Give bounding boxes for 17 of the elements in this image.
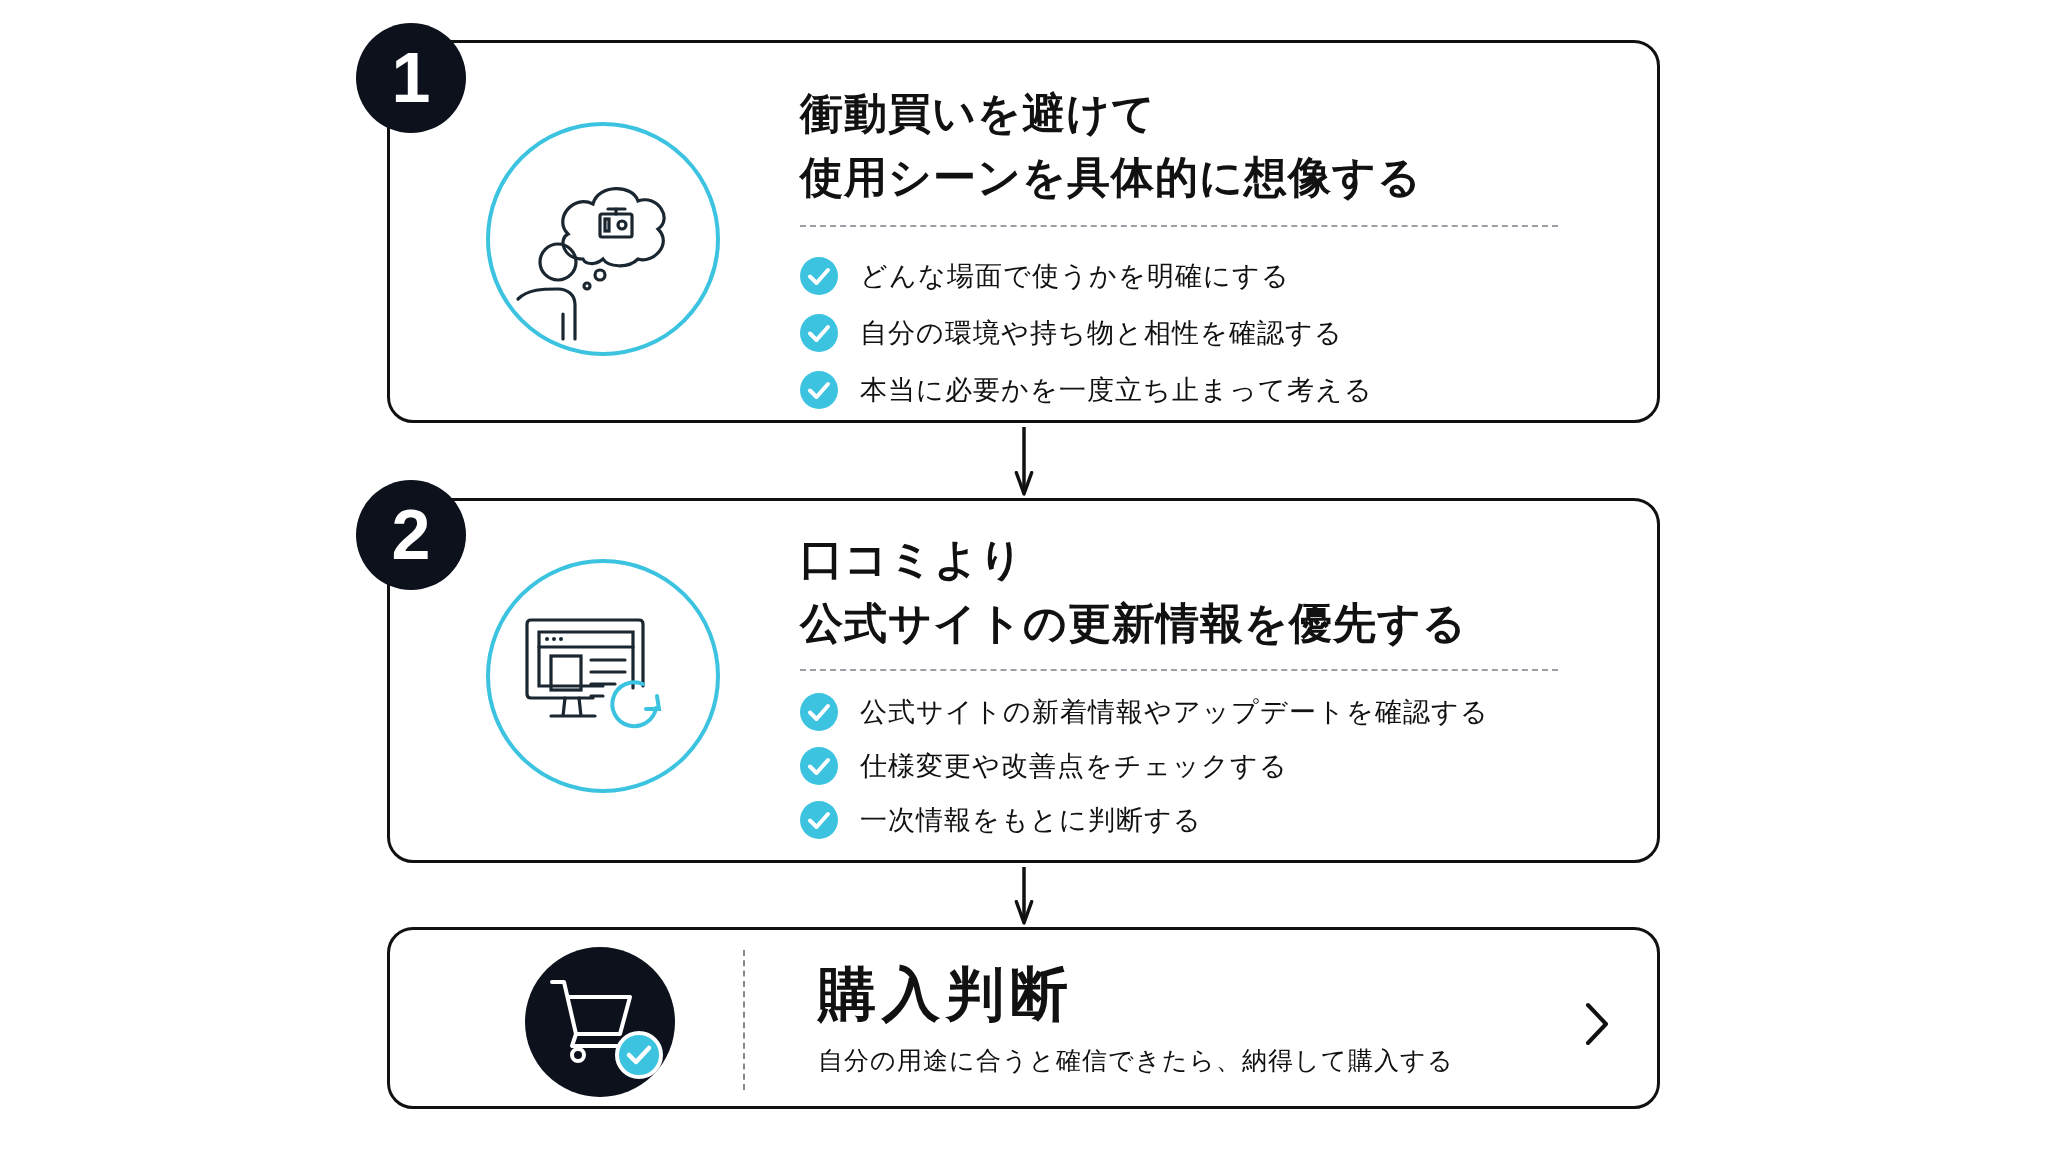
step-number-badge: 2 bbox=[356, 480, 466, 590]
checklist-item: 自分の環境や持ち物と相性を確認する bbox=[860, 315, 1343, 350]
result-card bbox=[387, 927, 1660, 1109]
checklist-item: 一次情報をもとに判断する bbox=[860, 803, 1202, 837]
checklist-item: 仕様変更や改善点をチェックする bbox=[860, 749, 1288, 783]
step-card bbox=[387, 40, 1660, 423]
step-number-badge: 1 bbox=[356, 23, 466, 133]
result-title: 購入判断 bbox=[818, 959, 1074, 1030]
checklist-item: どんな場面で使うかを明確にする bbox=[860, 258, 1290, 293]
arrow bbox=[1014, 427, 1034, 496]
checklist-item: 本当に必要かを一度立ち止まって考える bbox=[860, 372, 1373, 407]
checklist-item: 公式サイトの新着情報やアップデートを確認する bbox=[860, 695, 1489, 729]
result-description: 自分の用途に合うと確信できたら、納得して購入する bbox=[818, 1045, 1454, 1077]
arrow bbox=[1014, 867, 1034, 925]
step-card bbox=[387, 498, 1660, 863]
step-title: 衝動買いを避けて使用シーンを具体的に想像する bbox=[800, 87, 1423, 204]
step-title: 口コミより公式サイトの更新情報を優先する bbox=[800, 533, 1468, 650]
